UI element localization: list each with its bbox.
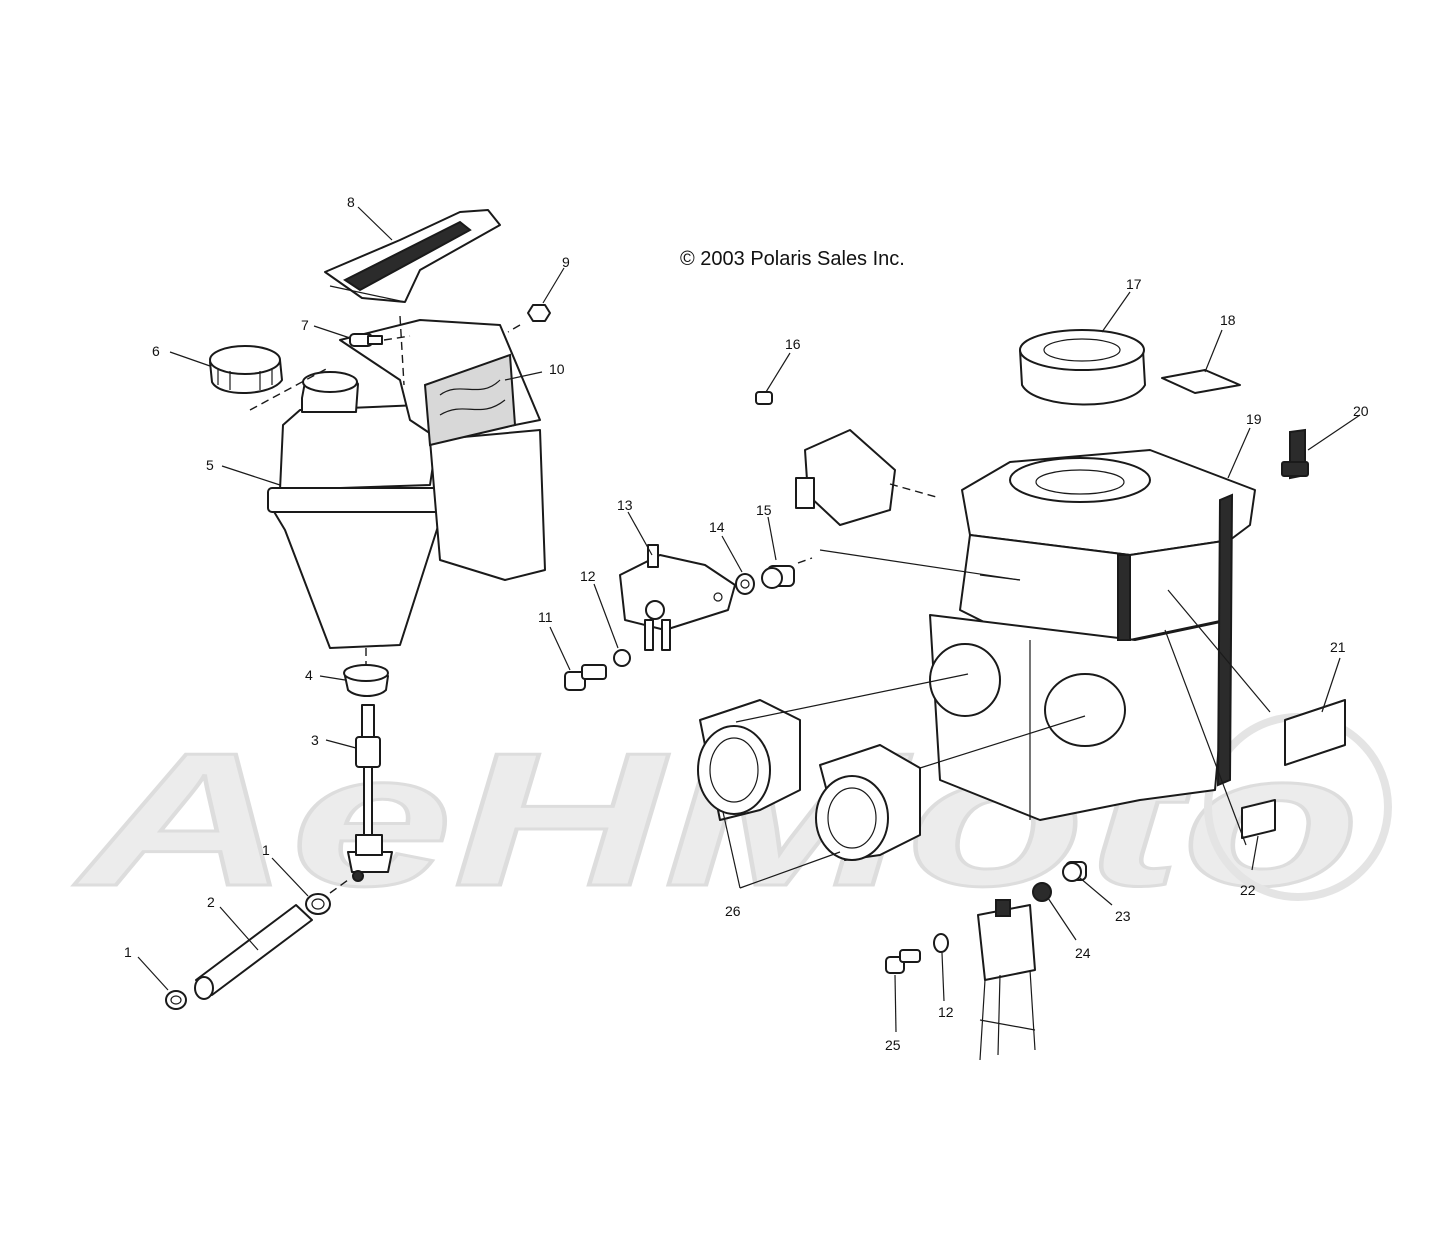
copyright-text: © 2003 Polaris Sales Inc. xyxy=(680,248,905,270)
callout-20: 20 xyxy=(1353,403,1369,419)
washer-12b-part xyxy=(933,933,949,953)
foam-filter-part xyxy=(1019,329,1146,406)
bolt-11-part xyxy=(564,664,607,691)
callout-1b: 1 xyxy=(262,842,270,858)
callout-8: 8 xyxy=(347,194,355,210)
hose-clamp-1a-part xyxy=(165,990,187,1010)
decal-18-part xyxy=(1161,369,1241,394)
nut-9-part xyxy=(527,304,551,322)
hose-clamp-1b-part xyxy=(305,893,331,915)
filler-cap-part xyxy=(209,345,283,394)
callout-6: 6 xyxy=(152,343,160,359)
oil-tank-part xyxy=(267,319,546,649)
washer-14-part xyxy=(735,573,755,595)
oil-pump-part xyxy=(619,544,736,651)
decal-21-part xyxy=(1284,699,1346,766)
callout-16: 16 xyxy=(785,336,801,352)
callout-1a: 1 xyxy=(124,944,132,960)
mount-bracket-part xyxy=(977,899,1036,1061)
callout-12a: 12 xyxy=(580,568,596,584)
lock-washer-12a-part xyxy=(613,649,631,667)
callout-24: 24 xyxy=(1075,945,1091,961)
screw-16-part xyxy=(755,391,773,405)
callout-26: 26 xyxy=(725,903,741,919)
inline-filter-part xyxy=(347,704,393,882)
callout-14: 14 xyxy=(709,519,725,535)
callout-19: 19 xyxy=(1246,411,1262,427)
tank-cover-part xyxy=(324,209,501,303)
callout-25: 25 xyxy=(885,1037,901,1053)
callout-22: 22 xyxy=(1240,882,1256,898)
grommet-24-part xyxy=(1032,882,1052,902)
callout-17: 17 xyxy=(1126,276,1142,292)
callout-13: 13 xyxy=(617,497,633,513)
leader-lines xyxy=(137,206,1361,1033)
screw-7-part xyxy=(349,333,383,347)
oil-hose-part xyxy=(194,904,313,1000)
cdi-module-part xyxy=(795,429,896,526)
grommet-part xyxy=(343,664,389,697)
bushing-23-part xyxy=(1062,861,1087,882)
callout-11: 11 xyxy=(538,609,553,625)
callout-21: 21 xyxy=(1330,639,1346,655)
intake-boots-part xyxy=(697,699,921,861)
callout-18: 18 xyxy=(1220,312,1236,328)
callout-7: 7 xyxy=(301,317,309,333)
callout-9: 9 xyxy=(562,254,570,270)
callout-labels: 1 1 2 3 4 5 6 7 8 9 10 11 12 12 13 14 15… xyxy=(124,194,1369,1053)
bushing-15-part xyxy=(761,565,795,589)
bolt-25-part xyxy=(885,949,921,974)
decal-22-part xyxy=(1241,799,1276,839)
clip-20-part xyxy=(1281,428,1309,480)
callout-12b: 12 xyxy=(938,1004,954,1020)
callout-2: 2 xyxy=(207,894,215,910)
callout-15: 15 xyxy=(756,502,772,518)
callout-10: 10 xyxy=(549,361,565,377)
callout-4: 4 xyxy=(305,667,313,683)
callout-3: 3 xyxy=(311,732,319,748)
callout-23: 23 xyxy=(1115,908,1131,924)
callout-5: 5 xyxy=(206,457,214,473)
